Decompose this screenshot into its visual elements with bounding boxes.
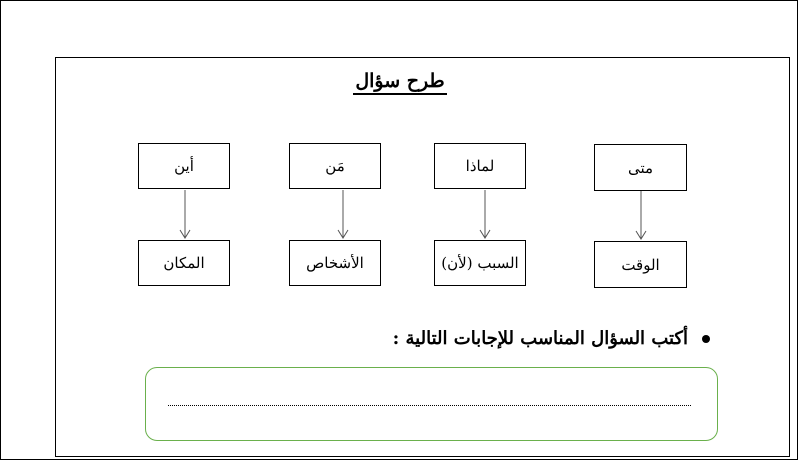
question-box-when: متى — [594, 144, 687, 191]
question-box-who: مَن — [289, 143, 381, 189]
bullet-icon — [702, 334, 710, 343]
answer-box-place: المكان — [138, 240, 230, 286]
answer-box-people: الأشخاص — [289, 240, 381, 286]
worksheet-title: طرح سؤال — [0, 70, 800, 95]
instruction-line: أكتب السؤال المناسب للإجابات التالية : — [393, 328, 710, 349]
question-box-why: لماذا — [434, 143, 526, 189]
instruction-text: أكتب السؤال المناسب للإجابات التالية : — [392, 328, 688, 349]
answer-box-time: الوقت — [594, 241, 687, 288]
dotted-answer-line — [168, 405, 691, 406]
answer-box-reason: السبب (لأن) — [434, 240, 526, 286]
question-box-where: أين — [138, 143, 230, 189]
answer-writing-area[interactable] — [145, 367, 718, 441]
